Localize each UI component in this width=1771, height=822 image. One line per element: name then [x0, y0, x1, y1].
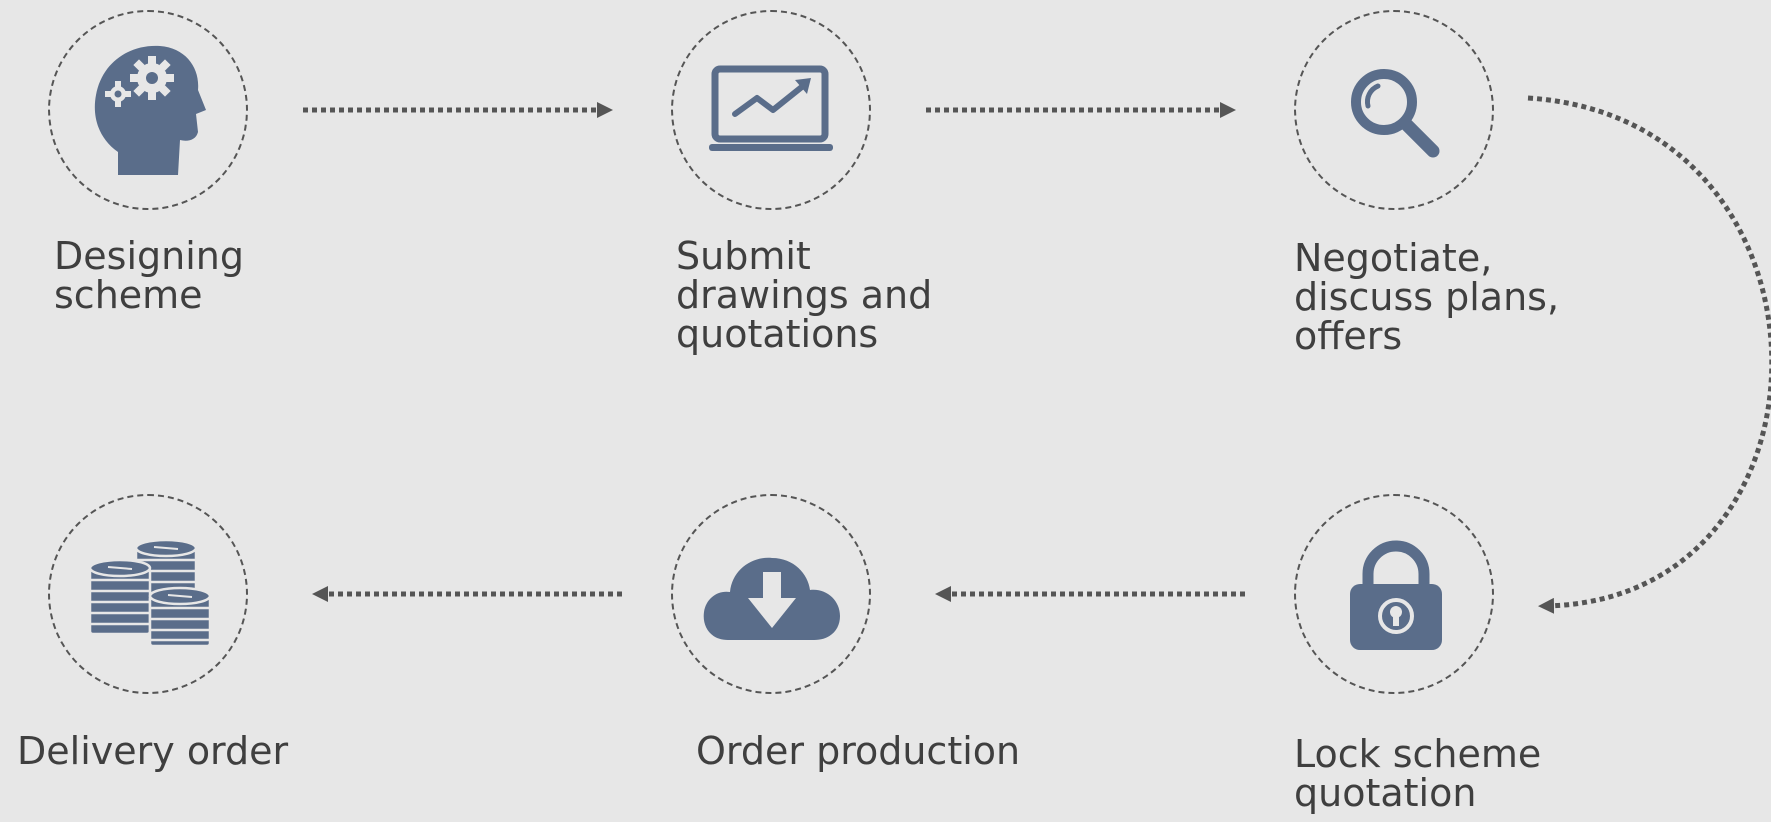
laptop-chart-icon — [709, 65, 833, 151]
padlock-icon — [1350, 540, 1442, 650]
step-1-circle — [48, 10, 248, 210]
step-1-label: Designing scheme — [54, 234, 244, 317]
step-2-circle — [671, 10, 871, 210]
step-3-circle — [1294, 10, 1494, 210]
cloud-download-icon — [703, 557, 840, 640]
step-4-label: Lock scheme quotation — [1294, 732, 1542, 815]
step-2-label: Submit drawings and quotations — [676, 234, 933, 356]
head-gears-icon — [94, 45, 206, 176]
step-6-label: Delivery order — [17, 729, 289, 773]
coins-icon — [88, 538, 212, 648]
step-5-circle — [671, 494, 871, 694]
step-6-circle — [48, 494, 248, 694]
magnifier-icon — [1351, 69, 1440, 158]
step-3-label: Negotiate, discuss plans, offers — [1294, 236, 1560, 358]
step-5-label: Order production — [696, 729, 1021, 773]
step-4-circle — [1294, 494, 1494, 694]
arrow-step3-to-step4 — [1527, 95, 1771, 614]
